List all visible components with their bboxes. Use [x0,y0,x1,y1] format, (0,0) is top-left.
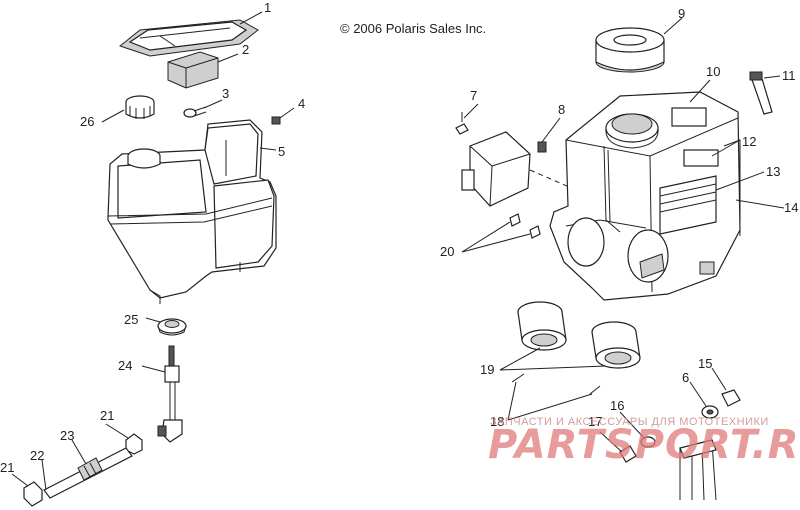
part-16-washer [640,436,656,448]
part-1-cover [118,19,259,57]
callout-3: 3 [222,86,229,101]
part-21-cap-bottom [23,481,43,507]
part-17-bolt [619,445,637,463]
callout-18: 18 [490,414,504,429]
control-module [461,131,591,207]
part-25-grommet [157,318,187,336]
callout-1: 1 [264,0,271,15]
callout-19: 19 [480,362,494,377]
part-15-nut [721,389,741,407]
callout-25: 25 [124,312,138,327]
copyright-notice: © 2006 Polaris Sales Inc. [340,21,487,36]
callout-9: 9 [678,6,685,21]
callout-11: 11 [782,68,796,83]
callout-13: 13 [766,164,780,179]
watermark-brand: PARTSPORT.RU [488,422,800,468]
callout-22: 22 [30,448,44,463]
part-3-screw [183,106,207,118]
callout-5: 5 [278,144,285,159]
callout-4: 4 [298,96,305,111]
part-23-clamp [77,457,103,481]
part-4-nut [271,116,281,125]
callout-7: 7 [470,88,477,103]
callout-16: 16 [610,398,624,413]
part-9-ring [595,27,665,73]
part-24-sensor [157,345,183,443]
callout-14: 14 [784,200,798,215]
part-5-reservoir [107,119,277,304]
part-6-washer [701,405,719,419]
part-18-screws [511,373,601,395]
part-7-pin [455,112,469,135]
part-2-block [167,51,219,89]
callout-17: 17 [588,414,602,429]
part-26-cap [125,95,155,119]
callout-10: 10 [706,64,720,79]
callout-20: 20 [440,244,454,259]
part-19-boot-left [517,301,567,351]
part-19-boot-right [591,321,641,369]
callout-23: 23 [60,428,74,443]
callout-21-bottom: 21 [0,460,14,475]
callout-21-top: 21 [100,408,114,423]
leader-lines [11,11,785,491]
callout-15: 15 [698,356,712,371]
callout-24: 24 [118,358,132,373]
part-11-latch [749,71,773,115]
callout-2: 2 [242,42,249,57]
part-8-clip [537,141,547,153]
callout-labels: 1 2 3 4 5 6 7 8 9 10 11 12 13 14 15 16 1… [0,0,798,475]
part-10-airbox [549,91,741,301]
callout-6: 6 [682,370,689,385]
callout-12: 12 [742,134,756,149]
callout-8: 8 [558,102,565,117]
bracket-post [679,439,717,501]
callout-26: 26 [80,114,94,129]
watermark-subtitle: ЗАПЧАСТИ И АКСЕССУАРЫ ДЛЯ МОТОТЕХНИКИ [490,416,769,428]
part-20-bolts [509,213,541,239]
